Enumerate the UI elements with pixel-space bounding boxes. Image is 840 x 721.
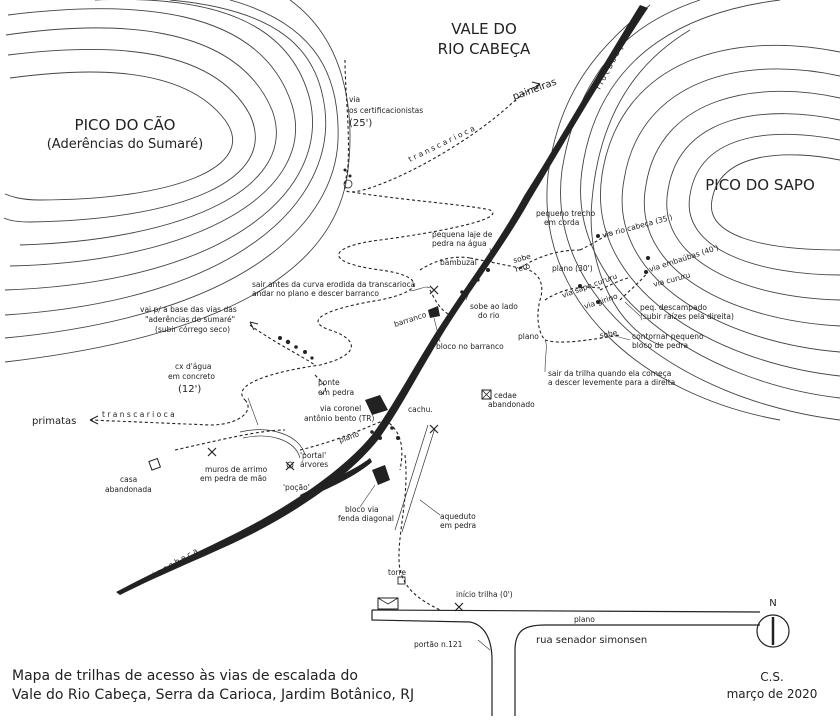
labels-muros-1: muros de arrimo bbox=[205, 465, 268, 474]
labels-sair-2: andar no plano e descer barranco bbox=[252, 289, 379, 298]
labels-aqueduto-2: em pedra bbox=[440, 521, 476, 530]
labels-cx-agua-3: (12') bbox=[178, 384, 201, 395]
date: março de 2020 bbox=[727, 687, 818, 701]
labels-barranco: barranco bbox=[393, 310, 428, 329]
labels-cx-agua-1: cx d'água bbox=[175, 362, 211, 371]
labels-cedae-1: cedae bbox=[494, 391, 517, 400]
region-labels: VALE DO RIO CABEÇA PICO DO CÃO (Aderênci… bbox=[47, 20, 815, 194]
labels-via-coronel-1: via coronel bbox=[320, 404, 361, 413]
labels-sobe-reto-2: reto bbox=[514, 261, 531, 274]
labels-cedae-2: abandonado bbox=[488, 400, 535, 409]
river-label-upper: r i o c a b e ç a bbox=[594, 38, 628, 91]
labels-pocao: 'poção' bbox=[283, 483, 310, 492]
labels-portal-2: árvores bbox=[300, 460, 328, 469]
labels-aqueduto-1: aqueduto bbox=[440, 512, 476, 521]
labels-via-coronel-2: antônio bento (TR) bbox=[304, 414, 374, 423]
labels-vai-base-1: vai p/ a base das vias das bbox=[140, 305, 237, 314]
labels-vai-base-3: (subir córrego seco) bbox=[155, 325, 230, 334]
casa-icon bbox=[148, 457, 162, 471]
vale-line2: RIO CABEÇA bbox=[438, 40, 531, 58]
x-mark-icon-5 bbox=[429, 285, 439, 295]
rocks bbox=[278, 168, 490, 485]
arrow-paineiras-icon bbox=[531, 81, 541, 91]
x-mark-icon bbox=[207, 447, 217, 457]
labels-plano-b: plano bbox=[338, 429, 361, 445]
paineiras-label: paineiras bbox=[511, 77, 558, 103]
labels-via-cert-2: os certificacionistas bbox=[349, 106, 423, 115]
author: C.S. bbox=[760, 670, 784, 684]
north-arrow: N bbox=[756, 598, 790, 648]
x-mark-icon-2 bbox=[285, 461, 295, 471]
labels-pequeno-trecho-1: pequeno trecho bbox=[536, 209, 596, 218]
labels-bloco-via-1: bloco via bbox=[345, 505, 379, 514]
river-rio-cabeca bbox=[116, 5, 648, 595]
labels-sobe-lado-2: do rio bbox=[478, 311, 500, 320]
torre-icon bbox=[397, 576, 406, 585]
symbols bbox=[89, 81, 650, 612]
labels-peq-descampado-2: (subir raízes pela direita) bbox=[640, 312, 734, 321]
contours-pico-do-sapo bbox=[546, 0, 840, 421]
labels-bloco-via-2: fenda diagonal bbox=[338, 514, 394, 523]
north-label: N bbox=[769, 598, 776, 609]
labels-bambuzal: bambuzal bbox=[440, 258, 477, 267]
labels-sobe-small: sobe bbox=[599, 328, 619, 340]
pico-cao-line1: PICO DO CÃO bbox=[75, 115, 176, 134]
labels-muros-2: em pedra de mão bbox=[200, 474, 267, 483]
cedae-icon bbox=[481, 389, 492, 400]
labels-torre: torre bbox=[388, 568, 406, 577]
labels-via-cert-1: via bbox=[349, 95, 360, 104]
pico-cao-line2: (Aderências do Sumaré) bbox=[47, 137, 204, 152]
contours-pico-do-cao bbox=[3, 0, 351, 363]
aqueduto bbox=[394, 424, 436, 533]
x-mark-icon-3 bbox=[429, 424, 439, 434]
pico-sapo: PICO DO SAPO bbox=[705, 176, 815, 194]
portao-icon bbox=[377, 597, 399, 610]
primatas-label: primatas bbox=[32, 416, 76, 427]
labels-laje-1: pequena laje de bbox=[432, 230, 493, 239]
river-label-lower: r i o c a b e ç a bbox=[147, 546, 200, 582]
labels-vai-base-2: "aderências do sumaré" bbox=[145, 315, 235, 324]
labels-plano-30: plano (30') bbox=[552, 264, 593, 273]
trail-network bbox=[89, 59, 649, 611]
labels-ponte-1: ponte bbox=[318, 378, 340, 387]
transcarioca-lower: t r a n s c a r i o c a bbox=[102, 410, 175, 419]
labels-sair-trilha-1: sair da trilha quando ela começa bbox=[548, 369, 671, 378]
labels-inicio: início trilha (0') bbox=[456, 590, 513, 599]
labels-cachu: cachu. bbox=[408, 405, 433, 414]
labels-via-cururu: via cururu bbox=[652, 270, 691, 289]
labels-casa-2: abandonada bbox=[105, 485, 152, 494]
labels-via-rio-cabeca: via rio cabeça (35') bbox=[601, 213, 673, 240]
arrow-vai-base-icon bbox=[249, 321, 259, 331]
x-mark-icon-4 bbox=[454, 602, 464, 612]
map-title-line2: Vale do Rio Cabeça, Serra da Carioca, Ja… bbox=[12, 687, 414, 703]
labels-peq-descampado-1: peq. descampado bbox=[640, 303, 707, 312]
labels-via-cert-3: (25') bbox=[349, 118, 372, 129]
labels-sair-trilha-2: a descer levemente para a direita bbox=[548, 378, 675, 387]
vale-line1: VALE DO bbox=[451, 20, 517, 38]
street-senador: rua senador simonsen bbox=[536, 635, 647, 646]
labels-sair-1: sair antes da curva erodida da transcari… bbox=[252, 280, 415, 289]
labels-portao: portão n.121 bbox=[414, 640, 463, 649]
labels-via-grimo: via girino bbox=[583, 291, 619, 310]
labels-casa-1: casa bbox=[120, 475, 137, 484]
labels-contornar-2: bloco de pedra bbox=[632, 341, 688, 350]
labels-contornar-1: contornar pequeno bbox=[632, 332, 704, 341]
labels-bloco-barranco: bloco no barranco bbox=[436, 342, 504, 351]
map-title-line1: Mapa de trilhas de acesso às vias de esc… bbox=[12, 668, 358, 684]
labels-portal-1: 'portal' bbox=[300, 451, 326, 460]
arrow-primatas-icon bbox=[89, 415, 99, 425]
muros-de-arrimo bbox=[239, 429, 306, 459]
labels-cx-agua-2: em concreto bbox=[168, 372, 215, 381]
transcarioca-upper: t r a n s c a r i o c a bbox=[407, 124, 476, 164]
labels-laje-2: pedra na água bbox=[432, 239, 487, 248]
labels-sobe-lado-1: sobe ao lado bbox=[470, 302, 518, 311]
labels-pequeno-trecho-2: em corda bbox=[544, 218, 579, 227]
labels-plano-a: plano bbox=[518, 332, 539, 341]
leaders bbox=[247, 247, 641, 651]
labels-ponte-2: em pedra bbox=[318, 388, 354, 397]
roads bbox=[371, 609, 761, 716]
street-plano: plano bbox=[574, 615, 595, 624]
